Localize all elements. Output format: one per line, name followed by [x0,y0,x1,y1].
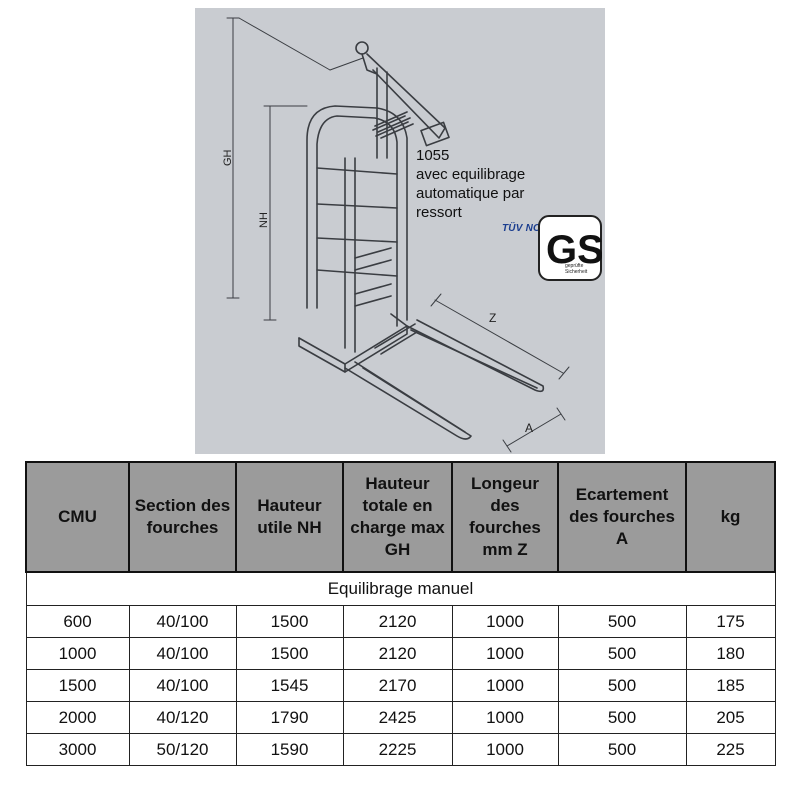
header-a: Ecartement des fourches A [557,461,687,573]
cell: 1500 [235,605,344,638]
cell: 1000 [451,733,559,766]
model-caption: 1055 avec equilibrage automatique par re… [416,146,525,222]
cell: 180 [685,637,776,670]
specification-table: CMU Section des fourches Hauteur utile N… [25,461,776,766]
cell: 2225 [342,733,453,766]
caption-line-1: avec equilibrage [416,166,526,183]
cell: 40/120 [128,701,237,734]
cell: 1500 [235,637,344,670]
product-drawing: GH NH Z A [195,8,605,454]
a-label: A [525,421,533,435]
cell: 1545 [235,669,344,702]
cell: 1000 [451,669,559,702]
cell: 1000 [451,701,559,734]
cell: 40/100 [128,637,237,670]
gs-seal-icon: GS [538,215,602,281]
cell: 500 [557,669,687,702]
fork-lifter-drawing: GH NH Z A [222,17,570,453]
header-kg: kg [685,461,776,573]
header-z: Longeur des fourches mm Z [451,461,559,573]
table-header-row: CMU Section des fourches Hauteur utile N… [25,461,776,573]
cell: 500 [557,701,687,734]
cell: 2000 [25,701,130,734]
cell: 1000 [451,605,559,638]
cell: 1000 [25,637,130,670]
section-row: Equilibrage manuel [25,571,776,606]
cell: 225 [685,733,776,766]
cell: 3000 [25,733,130,766]
cell: 2425 [342,701,453,734]
cell: 1500 [25,669,130,702]
tuv-nord-logo: TÜV NORD [502,223,556,234]
table-row: 1500 40/100 1545 2170 1000 500 185 [25,669,776,702]
table-row: 2000 40/120 1790 2425 1000 500 205 [25,701,776,734]
table-row: 1000 40/100 1500 2120 1000 500 180 [25,637,776,670]
section-label: Equilibrage manuel [25,571,776,606]
table-row: 600 40/100 1500 2120 1000 500 175 [25,605,776,638]
header-cmu: CMU [25,461,130,573]
caption-line-2: automatique par [416,185,525,202]
caption-line-3: ressort [416,204,462,221]
cell: 175 [685,605,776,638]
cell: 600 [25,605,130,638]
cell: 40/100 [128,605,237,638]
model-number: 1055 [416,147,450,164]
header-section: Section des fourches [128,461,237,573]
table-row: 3000 50/120 1590 2225 1000 500 225 [25,733,776,766]
cell: 40/100 [128,669,237,702]
z-label: Z [489,311,496,325]
gs-small-text-1: geprüfte [565,263,584,269]
cell: 2170 [342,669,453,702]
cell: 500 [557,637,687,670]
nh-label: NH [258,212,270,228]
cell: 500 [557,605,687,638]
cell: 205 [685,701,776,734]
header-nh: Hauteur utile NH [235,461,344,573]
cell: 185 [685,669,776,702]
header-gh: Hauteur totale en charge max GH [342,461,453,573]
cell: 1000 [451,637,559,670]
cell: 50/120 [128,733,237,766]
certification-badge: TÜV NORD GS geprüfte Sicherheit [502,215,606,283]
gh-label: GH [222,149,234,166]
cell: 1790 [235,701,344,734]
cell: 2120 [342,637,453,670]
cell: 500 [557,733,687,766]
gs-small-text: geprüfte Sicherheit [565,263,599,275]
gs-small-text-2: Sicherheit [565,269,588,275]
cell: 1590 [235,733,344,766]
gs-mark: GS [546,228,602,272]
cell: 2120 [342,605,453,638]
